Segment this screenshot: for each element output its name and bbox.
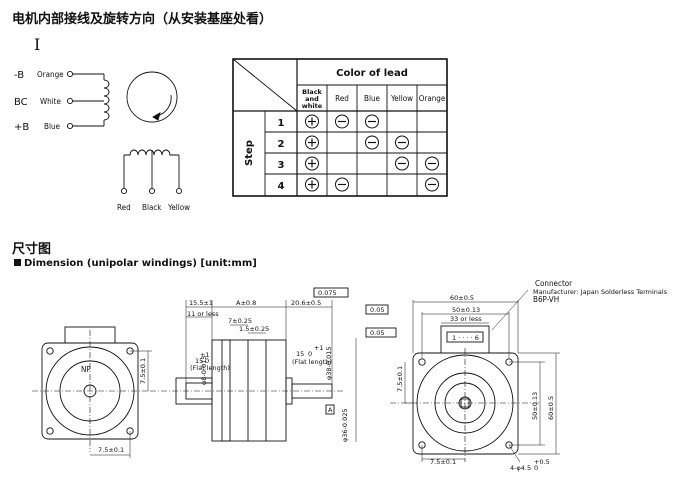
front-np-label: NP	[81, 365, 91, 374]
lead-terminal-label: -B	[14, 70, 24, 81]
column-header: Yellow	[390, 94, 413, 103]
lead-terminal-label: BC	[14, 97, 28, 108]
column-header: white	[302, 102, 323, 110]
terminal-blue-icon	[66, 122, 74, 130]
dimension-label: 0	[534, 464, 538, 472]
lead-color-label: Blue	[44, 122, 61, 131]
minus-circle-icon	[365, 135, 379, 150]
square-bullet-icon	[14, 259, 21, 266]
connector-model: B6P-VH	[533, 295, 559, 304]
dimension-label: 15	[296, 350, 304, 358]
tolerance-label: 0.05	[370, 306, 384, 314]
dimension-label: 60±0.5	[450, 294, 474, 302]
terminal-red-icon	[120, 187, 128, 195]
plus-circle-icon	[305, 156, 319, 171]
dimension-label: φ8-0.015	[200, 356, 208, 385]
dimension-label: A±0.8	[236, 299, 256, 307]
column-header: Red	[335, 94, 349, 103]
dimension-label: 7.5±0.1	[98, 446, 124, 454]
terminal-orange-icon	[66, 70, 74, 78]
dimension-label: +1	[200, 351, 210, 359]
minus-circle-icon	[335, 177, 349, 192]
coil-b-icon	[103, 79, 110, 121]
step-number: 2	[278, 139, 285, 150]
column-header: Blue	[364, 94, 381, 103]
dimension-label: 1.5±0.25	[239, 325, 269, 333]
minus-circle-icon	[425, 177, 439, 192]
connector-mfr: Manufacturer: Japan Solderless Terminals	[533, 288, 668, 296]
dimension-label: φ36-0.025	[341, 408, 349, 442]
minus-circle-icon	[395, 156, 409, 171]
dimension-label: (Flat length)	[292, 358, 332, 366]
dimension-label: +1	[314, 344, 324, 352]
minus-circle-icon	[425, 156, 439, 171]
lead-color-label: Black	[142, 203, 162, 212]
front-view	[32, 326, 152, 458]
plus-circle-icon	[305, 135, 319, 150]
tolerance-label: 0.05	[370, 329, 384, 337]
step-number: 3	[278, 160, 285, 171]
column-headers: Black and white Red Blue Yellow Orange	[302, 88, 446, 110]
coil-a-icon	[124, 149, 179, 156]
dimension-label: 15	[195, 357, 203, 365]
terminal-black-icon	[148, 187, 156, 195]
dimension-label: 7±0.25	[228, 317, 252, 325]
dimension-label: (Flat length)	[190, 364, 230, 372]
plus-circle-icon	[305, 114, 319, 129]
wiring-section-title: 电机内部接线及旋转方向（从安装基座处看）	[12, 12, 273, 27]
step-number: 4	[278, 181, 285, 192]
rotor-icon	[126, 71, 178, 123]
tolerance-label: 0.075	[318, 289, 337, 297]
step-numbers: 1 2 3 4	[278, 118, 285, 192]
terminal-white-icon	[66, 97, 74, 105]
column-header: Black	[302, 88, 322, 96]
datum-label: A	[328, 406, 333, 414]
dimension-label: 50±0.13	[452, 306, 480, 314]
wiring-schematic: I	[34, 35, 183, 195]
column-header: Orange	[419, 94, 446, 103]
dimension-label: 0	[205, 357, 209, 365]
dimension-label: 7.5±0.1	[430, 458, 456, 466]
lead-color-label: White	[40, 97, 62, 106]
lead-color-label: Red	[117, 203, 131, 212]
dimension-label: 50±0.13	[531, 392, 539, 420]
step-number: 1	[278, 118, 285, 129]
lead-terminal-label: +B	[14, 122, 29, 133]
step-table	[232, 58, 448, 197]
step-axis-label: Step	[244, 140, 255, 166]
plus-circle-icon	[305, 177, 319, 192]
dimension-label: 4-φ4.5	[510, 464, 531, 472]
dimension-label: +0.5	[534, 458, 550, 466]
dimension-section-title: 尺寸图	[12, 242, 52, 257]
minus-circle-icon	[365, 114, 379, 129]
dimension-label: 0	[308, 350, 312, 358]
table-header: Color of lead	[336, 68, 408, 79]
dimension-label: 7.5±0.1	[139, 358, 147, 384]
dimension-label: 7.5±0.1	[396, 366, 404, 392]
lead-color-label: Orange	[37, 70, 64, 79]
terminal-yellow-icon	[175, 187, 183, 195]
column-header: and	[305, 95, 319, 103]
side-view	[150, 287, 397, 442]
step-cells	[305, 114, 439, 192]
dimension-subtitle: Dimension (unipolar windings) [unit:mm]	[14, 258, 257, 269]
connector-pins: 1 · · · · 6	[452, 334, 479, 342]
minus-circle-icon	[335, 114, 349, 129]
dimension-label: 15.5±1	[189, 299, 213, 307]
roman-numeral-label: I	[34, 35, 40, 54]
dimension-label: 11 or less	[187, 310, 219, 318]
rear-view	[390, 289, 560, 463]
dimension-subtitle-text: Dimension (unipolar windings) [unit:mm]	[24, 258, 257, 269]
connector-label: Connector	[535, 279, 572, 288]
dimension-label: φ38-0.015	[325, 346, 333, 380]
dimension-label: 60±0.5	[547, 396, 555, 420]
dimension-label: 33 or less	[450, 315, 482, 323]
minus-circle-icon	[395, 135, 409, 150]
dimension-label: 20.6±0.5	[291, 299, 321, 307]
lead-color-label: Yellow	[167, 203, 190, 212]
